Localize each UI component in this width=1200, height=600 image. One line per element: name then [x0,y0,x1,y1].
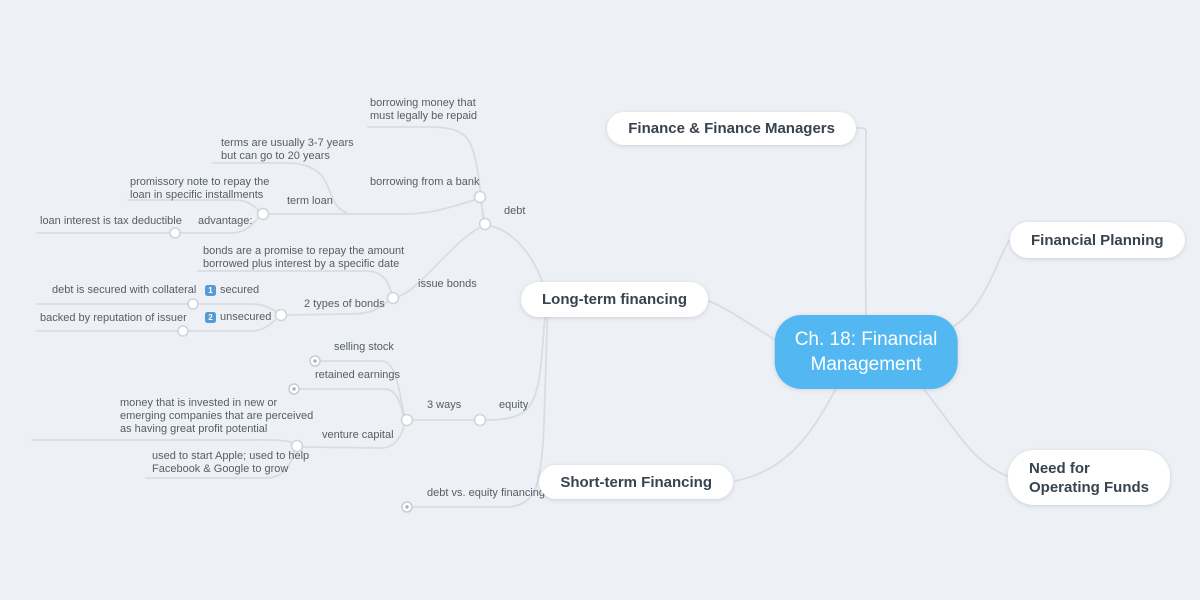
keycap-1-icon: 1 [205,284,216,296]
junction-debt[interactable] [478,217,492,231]
node-money-invested[interactable]: money that is invested in new or emergin… [120,397,314,435]
connector-financial-planning [940,240,1010,334]
node-terms-usually[interactable]: terms are usually 3-7 years but can go t… [221,137,354,162]
node-unsecured[interactable]: 2 unsecured [205,311,271,323]
connector-need-operating [911,374,1008,477]
junction-secured[interactable] [187,298,199,310]
node-secured[interactable]: 1 secured [205,284,259,296]
node-loan-interest[interactable]: loan interest is tax deductible [40,215,182,227]
node-apple-example[interactable]: used to start Apple; used to help Facebo… [152,450,310,475]
node-financial-planning[interactable]: Financial Planning [1010,222,1185,258]
node-issue-bonds[interactable]: issue bonds [418,278,477,290]
node-promissory-note[interactable]: promissory note to repay the loan in spe… [130,176,270,201]
connector-unsecured [188,319,276,332]
connector-two-types [287,301,388,316]
root-node[interactable]: Ch. 18: Financial Management [774,315,958,389]
junction-three-ways[interactable] [400,413,414,427]
connector-promissory [127,199,259,211]
connector-short-term [734,374,844,482]
node-borrowing-bank[interactable]: borrowing from a bank [370,176,480,188]
connector-money-invested [31,438,292,443]
node-retained-earnings[interactable]: retained earnings [315,369,401,381]
endpoint-dot [292,387,296,391]
node-debt[interactable]: debt [504,205,526,217]
connector-term-loan [268,199,475,215]
node-need-operating-funds[interactable]: Need for Operating Funds [1008,450,1170,505]
node-unsecured-label: unsecured [220,311,272,323]
connector-bonds-promise [197,270,392,293]
connector-secured [198,303,276,312]
node-two-types[interactable]: 2 types of bonds [304,298,385,310]
junction-term-loan[interactable] [256,207,270,221]
junction-advantage[interactable] [169,227,181,239]
connector-terms-usually [212,162,348,214]
connector-apple-example [145,451,295,479]
node-venture-capital[interactable]: venture capital [322,429,394,441]
connector-debt-vs-equity [412,306,549,508]
node-backed-by[interactable]: backed by reputation of issuer [40,312,187,324]
node-finance-managers[interactable]: Finance & Finance Managers [607,112,856,145]
node-short-term-financing[interactable]: Short-term Financing [539,465,733,499]
node-long-term-financing[interactable]: Long-term financing [521,282,708,317]
node-bonds-promise[interactable]: bonds are a promise to repay the amount … [203,245,405,270]
connector-lines [31,126,1150,508]
junction-venture-capital[interactable] [290,439,304,453]
connector-venture-capital [302,425,405,449]
junction-issue-bonds[interactable] [386,291,400,305]
junction-two-types[interactable] [274,308,288,322]
connector-borrowing-money [367,126,484,219]
connector-equity [485,306,547,421]
node-term-loan[interactable]: term loan [287,195,333,207]
node-debt-secured[interactable]: debt is secured with collateral [52,284,197,296]
connector-advantage [180,217,259,234]
node-borrowing-money[interactable]: borrowing money that must legally be rep… [370,97,478,122]
endpoint-dot [405,505,409,509]
connector-retained-earnings [299,388,404,416]
endpoint-dot [313,359,317,363]
node-three-ways[interactable]: 3 ways [427,399,462,411]
junction-borrowing-bank[interactable] [473,190,487,204]
node-equity[interactable]: equity [499,399,529,411]
connector-finance-managers [856,127,867,317]
node-advantage[interactable]: advantage: [198,215,253,227]
node-secured-label: secured [220,284,260,296]
junction-unsecured[interactable] [177,325,189,337]
connector-borrowing-bank [480,202,485,219]
node-debt-vs-equity[interactable]: debt vs. equity financing [427,487,546,499]
junction-equity[interactable] [473,413,487,427]
connector-selling-stock [320,360,405,415]
node-selling-stock[interactable]: selling stock [334,341,394,353]
keycap-2-icon: 2 [205,311,216,323]
